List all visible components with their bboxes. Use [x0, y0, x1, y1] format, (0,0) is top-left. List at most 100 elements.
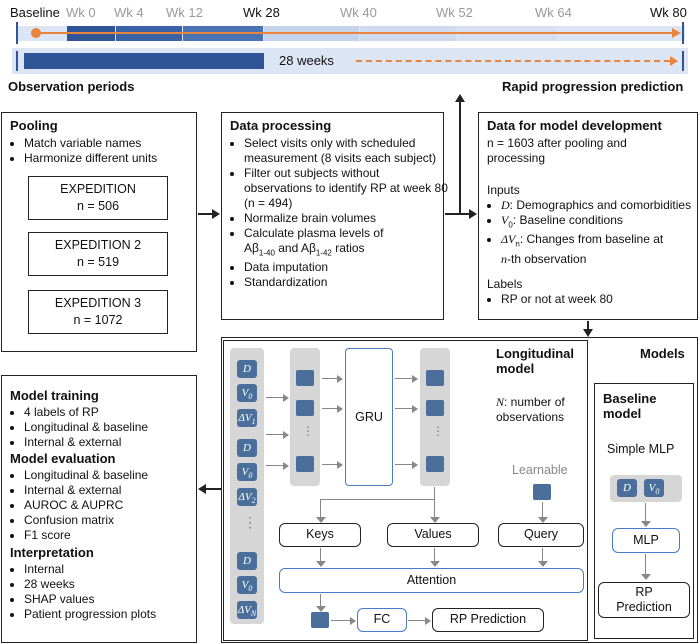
arrow-in-2 — [266, 434, 284, 435]
arrow-gru-1-head — [337, 375, 343, 383]
arrow-gru-out-3 — [395, 464, 413, 465]
study-n: n = 519 — [76, 255, 120, 269]
arrow-to-query-head — [538, 517, 548, 523]
base-pred-line2: Prediction — [616, 600, 672, 614]
arrow-values-to-attn-head — [430, 561, 440, 567]
bar-dashed-arrow — [356, 60, 670, 62]
tok-v0: V — [241, 466, 249, 478]
timeline-orange-arrowhead — [672, 28, 681, 38]
arrow-pool-to-proc-head — [212, 209, 220, 219]
branch-to-keys-head — [316, 517, 326, 523]
hidden-right-1 — [426, 370, 444, 386]
processing-item: Select visits only with scheduled measur… — [244, 136, 449, 166]
arrow-base-to-mlp-head — [641, 521, 651, 527]
tok-v0-sub: 0 — [248, 584, 253, 594]
token-d-2: D — [237, 439, 257, 457]
label-wk0: Wk 0 — [66, 5, 96, 20]
n-text: : number of observations — [496, 395, 565, 424]
interpretation-item: 28 weeks — [24, 577, 209, 592]
tok-v0-sub: 0 — [248, 392, 253, 402]
learnable-query-token — [533, 484, 551, 500]
caption-observation-periods: Observation periods — [8, 79, 135, 94]
arrow-fc-to-rp — [408, 620, 426, 621]
token-d-1: D — [237, 360, 257, 378]
n-observations-note: N: number of observations — [496, 395, 586, 425]
n-symbol: N — [496, 395, 505, 409]
gru-block: GRU — [345, 348, 393, 486]
branch-to-values-head — [430, 517, 440, 523]
arrow-keys-to-attn-head — [316, 561, 326, 567]
tok-dvn: ΔV — [237, 604, 251, 616]
v0-symbol: V — [501, 213, 509, 227]
attention-box: Attention — [279, 568, 584, 593]
tok-dv2-sub: 2 — [251, 496, 256, 506]
timeline-right-tick — [682, 22, 684, 44]
study-expedition-2: EXPEDITION 2 n = 519 — [28, 232, 168, 276]
input-dv: ΔVn: Changes from baseline atn-th observ… — [501, 232, 700, 266]
pooling-item: Match variable names — [24, 136, 204, 151]
evaluation-item: Internal & external — [24, 483, 209, 498]
baseline-subtitle: Simple MLP — [607, 442, 675, 456]
fc-box: FC — [357, 608, 407, 632]
arrow-dev-to-models-head — [583, 329, 593, 337]
mlp-box: MLP — [612, 528, 680, 553]
token-dv1: ΔV1 — [237, 409, 257, 427]
label-wk4: Wk 4 — [114, 5, 144, 20]
d-symbol: D — [501, 198, 510, 212]
arrow-dev-to-models — [587, 321, 589, 331]
pooling-list: Match variable names Harmonize different… — [10, 136, 204, 166]
processing-item: Data imputation — [244, 260, 449, 275]
arrow-gru-3 — [322, 464, 338, 465]
arrow-to-query — [542, 502, 543, 519]
abeta-1-sub: 1-40 — [258, 248, 275, 258]
arrow-proc-to-dev-head — [469, 209, 477, 219]
arrow-mlp-to-rp-head — [641, 574, 651, 580]
training-item: 4 labels of RP — [24, 405, 209, 420]
study-name: EXPEDITION 2 — [54, 238, 142, 252]
arrow-keys-to-attn — [320, 548, 321, 562]
evaluation-item: AUROC & AUPRC — [24, 498, 209, 513]
v0-sub: 0 — [508, 220, 513, 230]
arrow-gru-out-2 — [395, 408, 413, 409]
bar-dashed-arrowhead — [670, 56, 678, 66]
label-wk80: Wk 80 — [650, 5, 687, 20]
study-name: EXPEDITION — [60, 182, 136, 196]
training-item: Longitudinal & baseline — [24, 420, 209, 435]
context-vector-token — [311, 612, 329, 628]
token-v0-n: V0 — [237, 576, 257, 594]
baseline-title: Baseline model — [603, 391, 657, 421]
arrow-in-3 — [266, 465, 284, 466]
token-v0-2: V0 — [237, 463, 257, 481]
evaluation-list: Longitudinal & baseline Internal & exter… — [10, 468, 209, 543]
evaluation-item: F1 score — [24, 528, 209, 543]
label-wk12: Wk 12 — [166, 5, 203, 20]
training-title: Model training — [10, 388, 99, 403]
pooling-item: Harmonize different units — [24, 151, 204, 166]
arrow-fc-to-rp-head — [425, 617, 431, 625]
learnable-label: Learnable — [512, 463, 568, 477]
label-item: RP or not at week 80 — [501, 292, 700, 307]
label-wk52: Wk 52 — [436, 5, 473, 20]
tok-v0-sub: 0 — [655, 487, 660, 497]
processing-list: Select visits only with scheduled measur… — [230, 136, 449, 290]
arrow-gru-out-1-head — [412, 375, 418, 383]
label-baseline: Baseline — [10, 5, 60, 20]
arrow-pool-to-proc — [198, 213, 214, 215]
study-expedition: EXPEDITION n = 506 — [28, 176, 168, 220]
arrow-base-to-mlp — [645, 503, 646, 523]
dv-sub: n — [515, 239, 520, 249]
arrow-attn-out — [320, 594, 321, 608]
evaluation-item: Confusion matrix — [24, 513, 209, 528]
arrow-in-1-head — [283, 394, 289, 402]
study-name: EXPEDITION 3 — [54, 296, 142, 310]
rp-prediction-box: RP Prediction — [432, 608, 544, 632]
abeta-1: Aβ — [244, 241, 259, 255]
labels-list: RP or not at week 80 — [487, 292, 700, 307]
arrow-up-to-timeline-head — [455, 94, 465, 102]
pooling-panel: Pooling Match variable names Harmonize d… — [1, 112, 197, 352]
arrow-query-to-attn — [542, 548, 543, 562]
hidden-left-1 — [296, 370, 314, 386]
tok-dvn-sub: N — [250, 609, 257, 619]
processing-item: Standardization — [244, 275, 449, 290]
dv-symbol: ΔV — [501, 232, 516, 247]
